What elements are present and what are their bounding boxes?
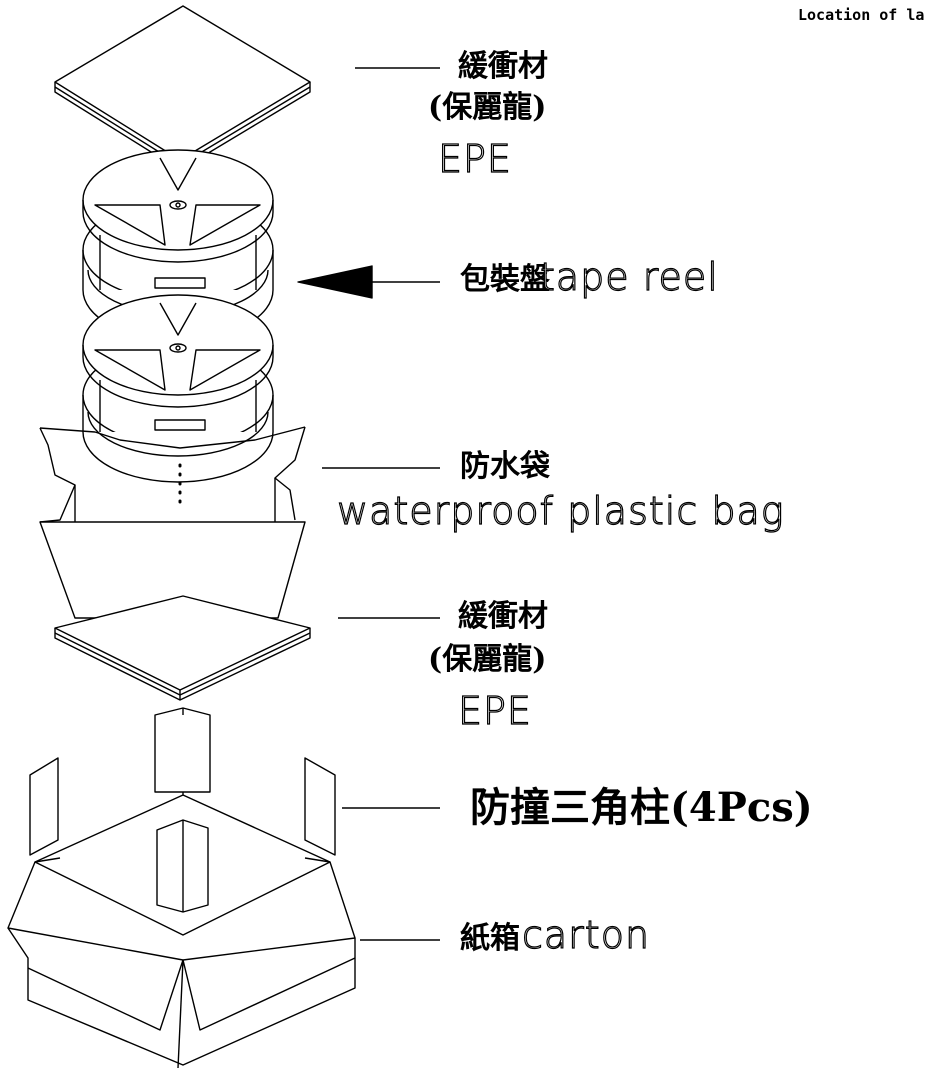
top-cushion-label-zh-2: (保麗龍)	[428, 90, 547, 125]
carton-label-en: carton	[521, 913, 651, 957]
bag-label-en: waterproof plastic bag	[336, 489, 785, 533]
leader-lines	[322, 67, 440, 941]
carton-label-zh: 紙箱	[460, 921, 520, 956]
top-cushion-label-en: EPE	[437, 137, 512, 181]
top-epe-cushion	[54, 5, 311, 171]
bag-label-zh: 防水袋	[460, 449, 550, 484]
top-cushion-label-zh: 緩衝材	[458, 49, 548, 84]
carton-box	[7, 794, 356, 1069]
reel-pointer-arrow	[297, 265, 373, 299]
reel-label-en: tape reel	[539, 255, 719, 299]
reel-label-zh: 包裝盤	[460, 262, 550, 297]
bottom-cushion-label-zh: 緩衝材	[458, 599, 548, 634]
waterproof-bag	[39, 426, 306, 619]
header-title: Location of la	[798, 6, 925, 24]
bottom-epe-cushion	[54, 595, 311, 701]
bottom-cushion-label-en: EPE	[457, 689, 532, 733]
lower-tape-reel	[82, 294, 274, 483]
bottom-cushion-label-zh-2: (保麗龍)	[428, 642, 547, 677]
corner-post-label-zh: 防撞三角柱(4Pcs)	[470, 784, 813, 831]
